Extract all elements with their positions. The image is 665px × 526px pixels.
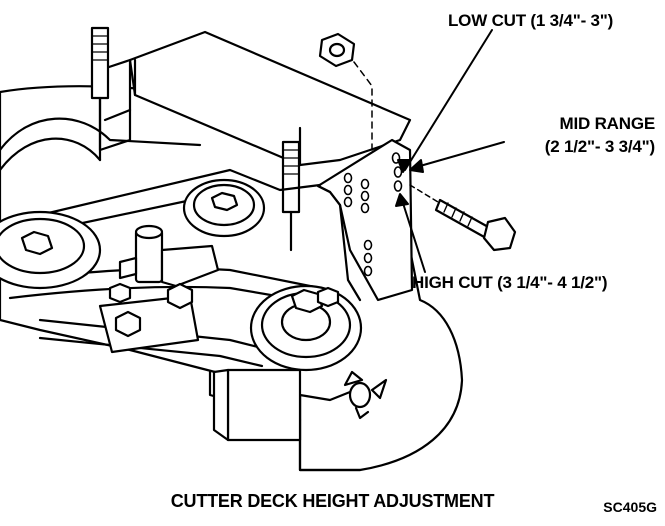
adjustment-holes-left: [343, 172, 373, 277]
spindle-housing-block: [212, 368, 302, 442]
pulley-spindle: [249, 284, 363, 372]
leader-high-cut: [401, 199, 426, 273]
threaded-studs: [90, 26, 301, 252]
low-cut-label: LOW CUT (1 3/4"- 3"): [448, 11, 614, 30]
idler-arm: [98, 224, 220, 354]
adjustment-bolt: [409, 184, 517, 252]
leader-low-cut: [404, 29, 493, 171]
figure-code: SC405G: [603, 499, 657, 515]
leader-mid-range: [419, 141, 505, 167]
wing-nut: [343, 370, 388, 420]
hex-nut: [318, 32, 373, 151]
height-bracket: [316, 138, 414, 302]
adjustment-holes-right: [391, 152, 403, 192]
pulley-idler: [182, 178, 266, 238]
mid-range-label-line1: MID RANGE: [559, 114, 656, 133]
high-cut-label: HIGH CUT (3 1/4"- 4 1/2"): [412, 273, 608, 292]
figure-caption: CUTTER DECK HEIGHT ADJUSTMENT: [170, 491, 495, 511]
mid-range-label-line2: (2 1/2"- 3 3/4"): [544, 137, 655, 156]
plate-nuts: [108, 282, 194, 338]
callout-leaders: [395, 29, 505, 273]
pulley-left: [0, 210, 102, 290]
